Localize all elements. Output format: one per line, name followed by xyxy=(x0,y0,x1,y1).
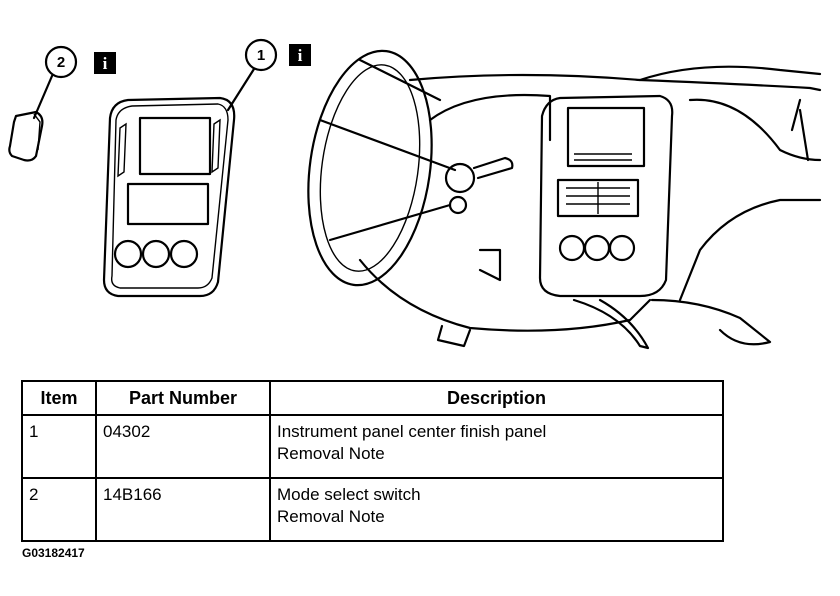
callout-1: 1 xyxy=(226,38,278,112)
cell-description: Instrument panel center finish panel Rem… xyxy=(269,414,724,479)
cell-item: 2 xyxy=(21,477,97,542)
cell-part-number: 14B166 xyxy=(95,477,271,542)
removal-note-link[interactable]: Removal Note xyxy=(277,507,385,526)
figure-id: G03182417 xyxy=(22,546,85,560)
description-line: Mode select switch xyxy=(277,485,421,504)
description-line: Instrument panel center finish panel xyxy=(277,422,547,441)
table-row: 2 14B166 Mode select switch Removal Note xyxy=(21,477,724,542)
info-icon: i xyxy=(289,44,311,66)
table-header-row: Item Part Number Description xyxy=(21,380,724,416)
exploded-diagram: 2 i 1 i xyxy=(8,38,822,350)
callout-2: 2 xyxy=(32,45,78,120)
info-icon-label: i xyxy=(298,46,303,65)
center-finish-panel xyxy=(102,96,236,298)
callout-1-number: 1 xyxy=(257,47,265,64)
header-description: Description xyxy=(269,380,724,416)
info-icon-label: i xyxy=(103,54,108,73)
cell-item: 1 xyxy=(21,414,97,479)
info-icon: i xyxy=(94,52,116,74)
mode-select-switch xyxy=(8,110,44,162)
header-part-number: Part Number xyxy=(95,380,271,416)
table-row: 1 04302 Instrument panel center finish p… xyxy=(21,414,724,479)
parts-table: Item Part Number Description 1 04302 Ins… xyxy=(21,380,724,542)
cell-description: Mode select switch Removal Note xyxy=(269,477,724,542)
removal-note-link[interactable]: Removal Note xyxy=(277,444,385,463)
cell-part-number: 04302 xyxy=(95,414,271,479)
callout-2-number: 2 xyxy=(57,54,65,71)
header-item: Item xyxy=(21,380,97,416)
dashboard-illustration xyxy=(307,49,822,350)
